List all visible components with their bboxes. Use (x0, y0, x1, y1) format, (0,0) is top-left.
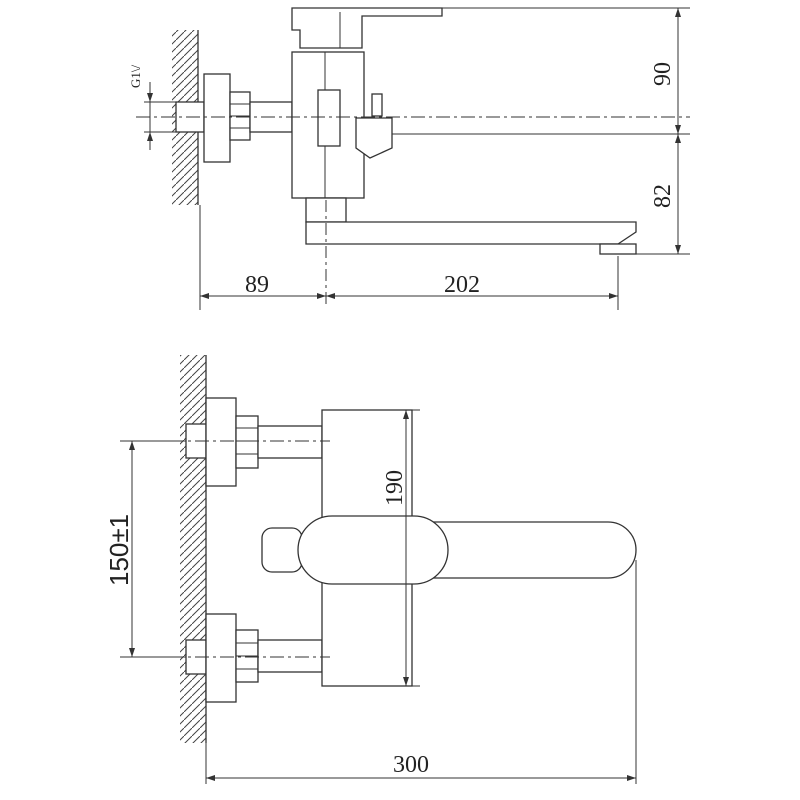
fitting-upper (185, 397, 323, 487)
top-view: 150±1 190 300 (104, 355, 637, 784)
dim-body-length: 190 (382, 470, 408, 506)
pipe-upper (257, 425, 323, 459)
diverter-body (355, 117, 393, 159)
dim-center-distance: 150±1 (104, 514, 134, 586)
spout-side (305, 221, 637, 245)
spout-top (429, 521, 637, 579)
handle-lever-side (291, 7, 443, 49)
aerator-side (599, 243, 637, 255)
dim-height-bottom: 82 (650, 184, 676, 208)
diverter-knob-top (261, 527, 303, 573)
diverter-knob (371, 93, 383, 117)
flange-upper (205, 397, 237, 487)
handle-top (297, 515, 449, 585)
pipe-lower (257, 639, 323, 673)
dim-height-top: 90 (650, 62, 676, 86)
side-view: G1\/ 90 82 (128, 7, 690, 310)
wall-flange (203, 73, 231, 163)
dim-spout-length: 202 (444, 272, 480, 298)
fitting-lower (185, 613, 323, 703)
wall-hatch-top (180, 355, 206, 743)
dim-wall-offset: 89 (245, 272, 269, 298)
inlet-housing (317, 89, 341, 147)
thread-size-label: G1\/ (128, 65, 143, 89)
flange-lower (205, 613, 237, 703)
union-nut-upper (235, 415, 259, 469)
dim-total-reach: 300 (393, 752, 429, 778)
